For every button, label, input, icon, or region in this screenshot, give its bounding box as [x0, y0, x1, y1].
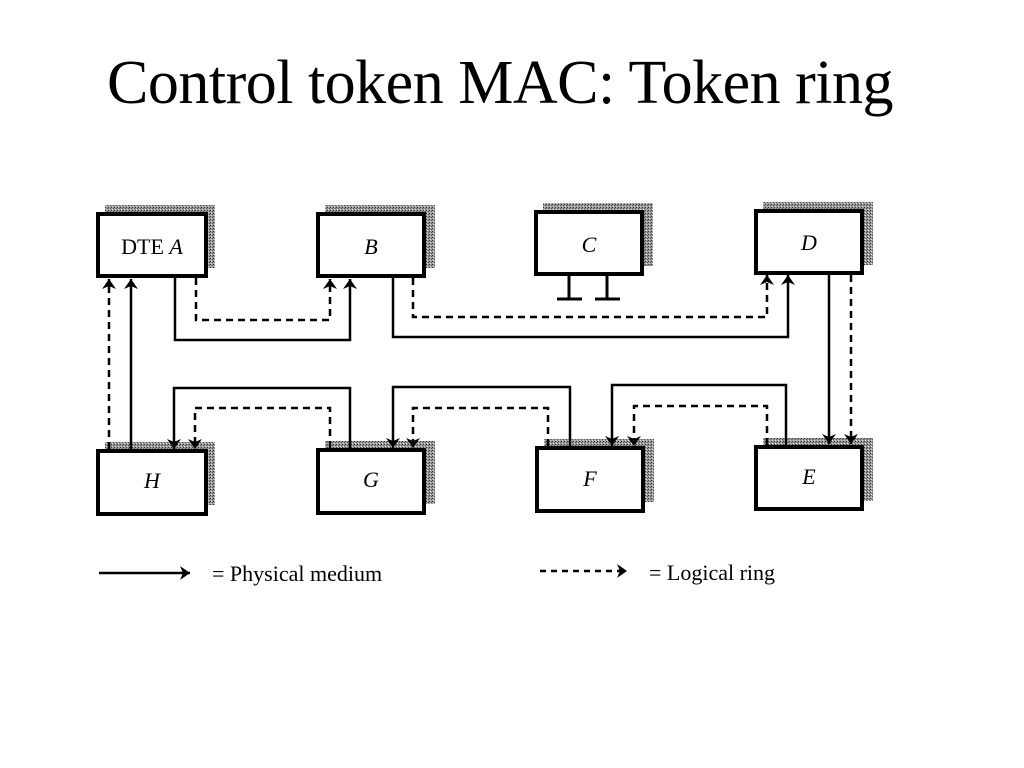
- logical-link-F-G: [406, 406, 550, 448]
- physical-link-F-G: [386, 385, 572, 448]
- legend: = Physical medium = Logical ring: [99, 560, 775, 586]
- node-label-H: H: [143, 468, 161, 493]
- logical-link-B-D: [411, 275, 774, 319]
- node-box-A: [96, 212, 208, 278]
- node-label-E: E: [801, 464, 816, 489]
- physical-link-E-F: [605, 383, 788, 446]
- node-box-D: [754, 209, 864, 275]
- logical-link-A-B: [194, 278, 337, 322]
- physical-link-G-H: [167, 386, 352, 449]
- physical-link-A-B: [173, 278, 357, 342]
- node-label-G: G: [363, 467, 379, 492]
- node-label-D: D: [800, 230, 817, 255]
- node-box-F: [535, 446, 645, 513]
- node-label-F: F: [582, 466, 597, 491]
- node-box-B: [316, 212, 426, 278]
- logical-link-G-H: [188, 406, 332, 449]
- legend-logical-label: = Logical ring: [649, 560, 775, 585]
- node-box-H: [96, 449, 208, 516]
- logical-link-E-F: [627, 404, 769, 446]
- physical-link-B-D: [391, 275, 795, 339]
- node-box-G: [316, 448, 426, 515]
- logical-ring-links: [102, 275, 858, 449]
- node-C-taps: [557, 276, 620, 301]
- page-title: Control token MAC: Token ring: [107, 49, 894, 117]
- physical-medium-links: [124, 275, 836, 449]
- node-box-C: [534, 210, 644, 276]
- node-box-E: [754, 445, 864, 511]
- node-label-B: B: [364, 234, 377, 259]
- node-label-A: DTE A: [121, 234, 183, 259]
- legend-physical-label: = Physical medium: [212, 561, 382, 586]
- node-label-C: C: [582, 232, 597, 257]
